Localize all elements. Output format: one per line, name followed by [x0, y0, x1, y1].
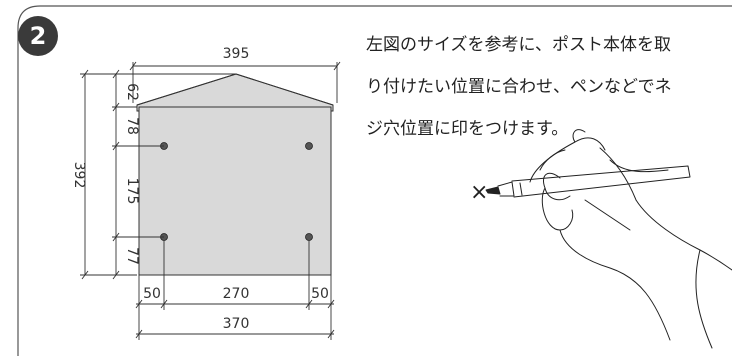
dimension-labels: 395 62 392 78 175 77 50 270 50 370 — [71, 46, 329, 332]
panel-frame — [17, 5, 732, 356]
label-total-height: 392 — [71, 162, 87, 189]
dimension-lines — [80, 62, 338, 340]
instruction-line-1: 左図のサイズを参考に、ポスト本体を取 — [366, 35, 671, 55]
label-left-margin: 50 — [143, 286, 161, 302]
label-body-width: 370 — [223, 316, 250, 332]
label-between-holes-horizontal: 270 — [223, 286, 250, 302]
label-hole-to-bottom: 77 — [124, 247, 140, 265]
step-number: 2 — [30, 22, 47, 50]
roof-edge-left — [136, 73, 237, 106]
dimension-ticks — [81, 61, 341, 339]
marking-x-symbol: × — [470, 180, 488, 205]
label-between-holes-vertical: 175 — [124, 178, 140, 205]
screw-hole-top-right — [305, 142, 313, 150]
mailbox-roof — [136, 73, 334, 112]
step-badge-circle — [18, 16, 58, 56]
label-top-to-hole: 78 — [124, 117, 140, 135]
screw-hole-bottom-right — [305, 233, 313, 241]
mailbox-diagram — [136, 73, 334, 276]
label-right-margin: 50 — [311, 286, 329, 302]
label-roof-height: 62 — [124, 83, 140, 101]
label-roof-width: 395 — [223, 46, 250, 62]
mailbox-body — [138, 106, 332, 276]
instruction-text: 左図のサイズを参考に、ポスト本体を取 り付けたい位置に合わせ、ペンなどでネ ジ穴… — [366, 14, 732, 161]
step-badge: 2 — [18, 16, 58, 56]
hand-pen-illustration — [485, 129, 732, 349]
roof-edge-right — [235, 73, 334, 106]
instruction-line-3: ジ穴位置に印をつけます。 — [366, 119, 569, 139]
instruction-line-2: り付けたい位置に合わせ、ペンなどでネ — [366, 77, 672, 97]
